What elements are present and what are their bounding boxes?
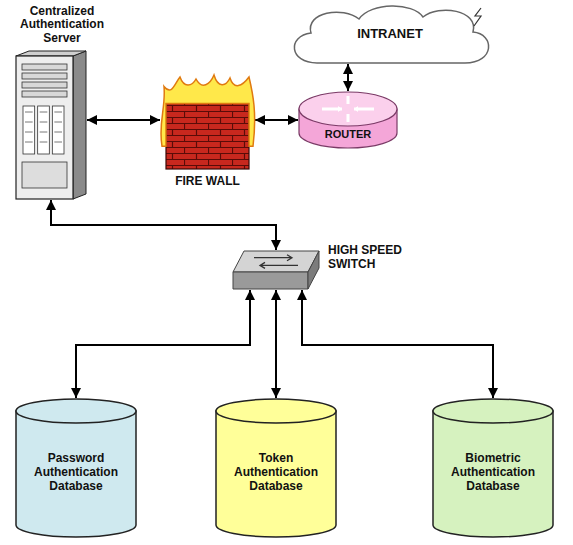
- connector-arrow: [255, 119, 298, 121]
- switch-arrow: [260, 262, 298, 268]
- router-arrows: [322, 96, 374, 122]
- drive-slot: [40, 132, 48, 133]
- cloud-label: INTRANET: [357, 27, 423, 42]
- network-cloud: INTRANET: [285, 4, 495, 64]
- switch-icon: HIGH SPEED SWITCH: [232, 250, 320, 290]
- drive-slot: [54, 132, 62, 133]
- drive-slot: [54, 122, 62, 123]
- server-icon: Centralized Authentication Server: [15, 50, 87, 200]
- database-cylinder: Biometric Authentication Database: [432, 398, 554, 538]
- server-side: [73, 51, 86, 199]
- drive-slot: [54, 142, 62, 143]
- firewall-icon: FIRE WALL: [160, 75, 255, 170]
- database-label: Password Authentication Database: [29, 452, 123, 493]
- brick-wall: [166, 104, 249, 170]
- server-top: [16, 51, 86, 56]
- flames: [161, 75, 255, 146]
- drive-slot: [25, 132, 33, 133]
- cylinder-top: [216, 399, 336, 423]
- cylinder-body: [16, 411, 136, 537]
- connector-arrow: [302, 290, 493, 398]
- drive-slot: [25, 122, 33, 123]
- drive-bay: [22, 64, 67, 70]
- switch-side: [308, 251, 319, 289]
- connector-arrow: [275, 290, 277, 398]
- router-top: [299, 92, 397, 126]
- drive-slot: [40, 142, 48, 143]
- connector-arrow: [87, 119, 160, 121]
- drive-slot: [25, 142, 33, 143]
- cloud-outline: [294, 6, 488, 63]
- drive-slot: [40, 112, 48, 113]
- firewall-icon-outline: [160, 75, 255, 170]
- database-cylinder: Token Authentication Database: [215, 398, 337, 538]
- switch-front: [233, 272, 308, 289]
- switch-arrow: [254, 255, 292, 261]
- database-label: Token Authentication Database: [229, 452, 323, 493]
- server-panel: [22, 162, 67, 188]
- drive-bay: [22, 91, 67, 97]
- lightning-symbol: [474, 8, 481, 26]
- drive-module: [38, 106, 50, 154]
- router-label: ROUTER: [325, 128, 371, 141]
- drive-bay: [22, 73, 67, 79]
- connector-arrow: [76, 290, 250, 398]
- server-front: [16, 56, 73, 199]
- database-label: Biometric Authentication Database: [446, 452, 540, 493]
- server-label: Centralized Authentication Server: [2, 5, 122, 46]
- server-icon-outline: [15, 50, 87, 200]
- drive-slot: [25, 112, 33, 113]
- switch-icon-outline: [232, 250, 320, 290]
- drive-bays: [22, 64, 67, 188]
- router-icon-outline: [298, 91, 398, 149]
- switch-label: HIGH SPEED SWITCH: [328, 244, 420, 272]
- drive-bay: [22, 82, 67, 88]
- drive-slot: [40, 122, 48, 123]
- drive-slot: [54, 112, 62, 113]
- cylinder-top: [433, 399, 553, 423]
- firewall-label: FIRE WALL: [175, 175, 240, 189]
- cylinder-body: [433, 411, 553, 537]
- router-icon: ROUTER: [298, 91, 398, 149]
- cylinder-top: [16, 399, 136, 423]
- drive-module: [23, 106, 35, 154]
- switch-top: [233, 251, 319, 272]
- cylinder-body: [216, 411, 336, 537]
- drive-module: [52, 106, 64, 154]
- connector-arrow: [347, 64, 349, 91]
- database-cylinder: Password Authentication Database: [15, 398, 137, 538]
- connector-arrow: [51, 200, 276, 250]
- router-arrowheads: [338, 106, 358, 112]
